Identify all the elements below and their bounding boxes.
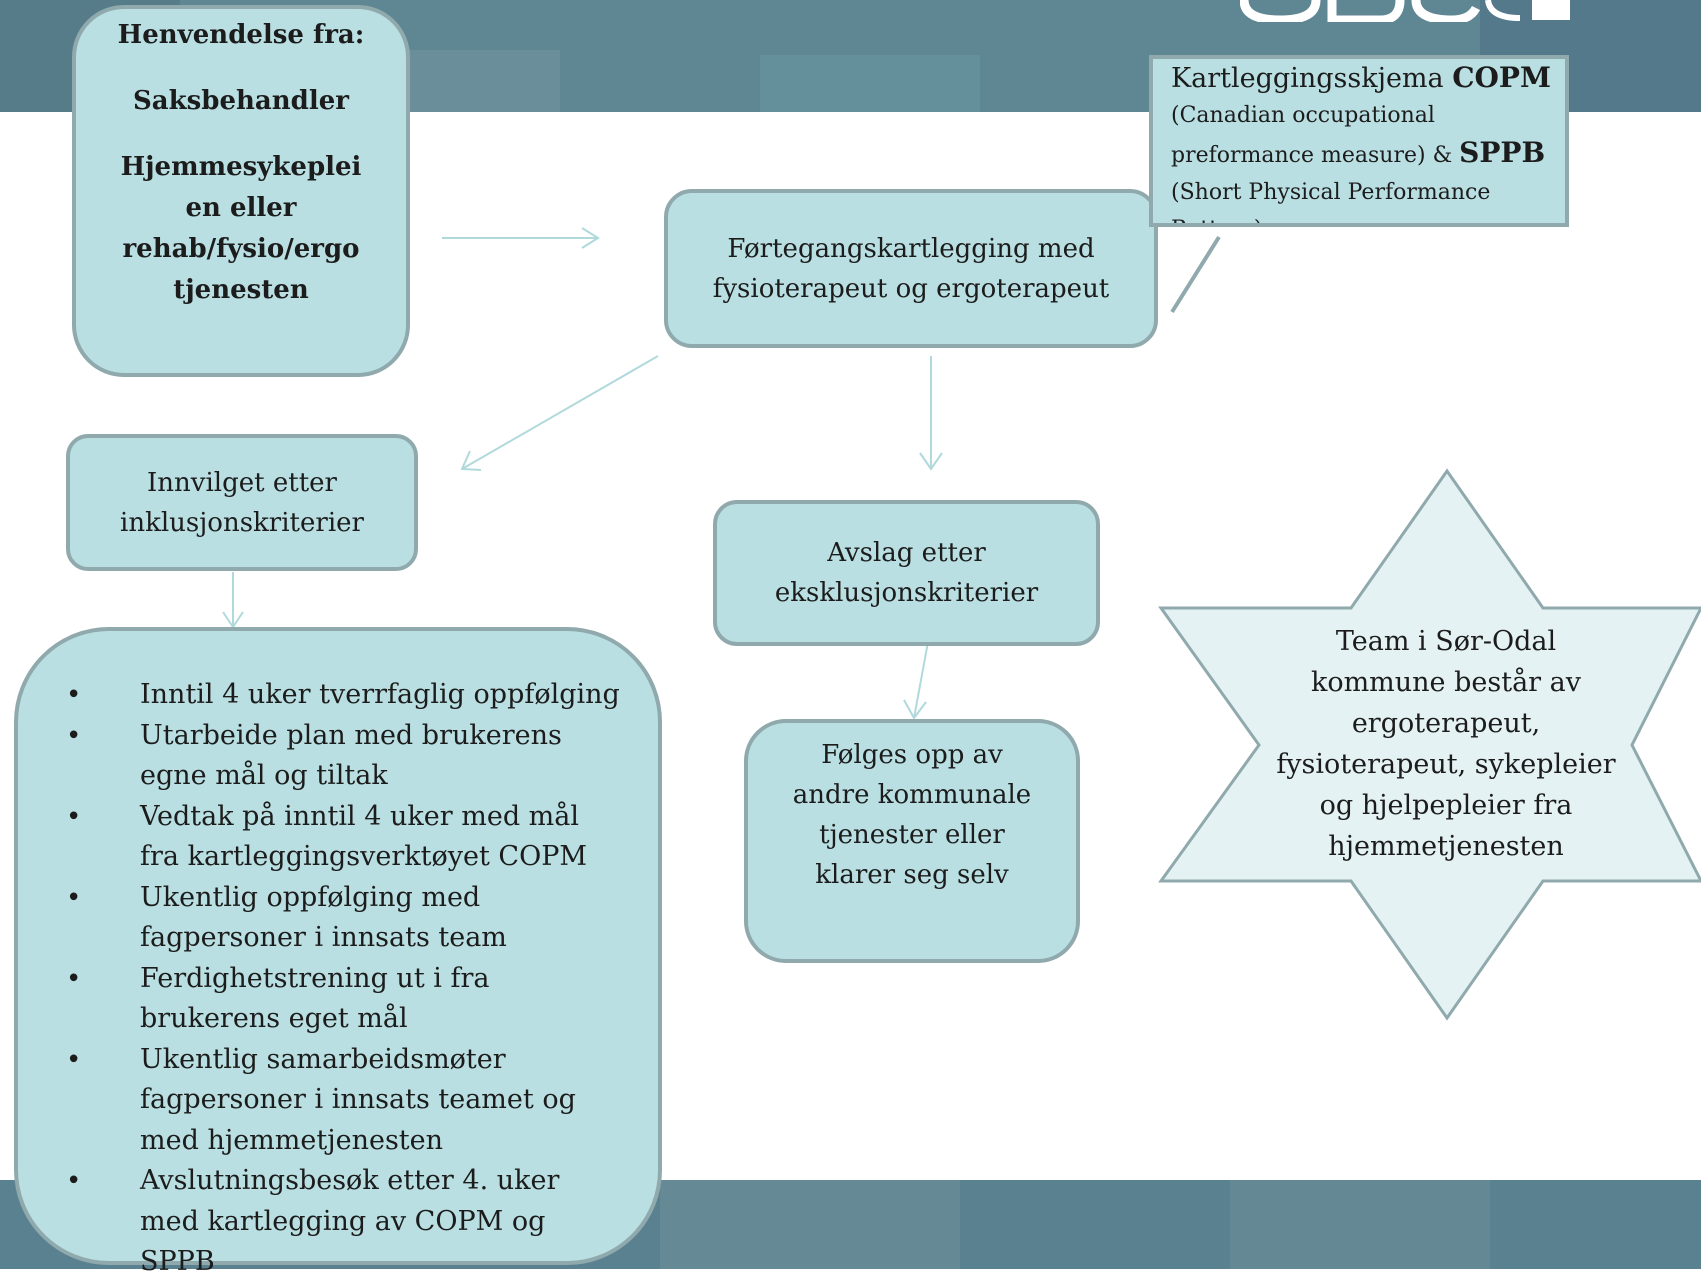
list-item-line: fra kartleggingsverktøyet COPM (140, 841, 588, 872)
team-line: hjemmetjenesten (1328, 831, 1564, 862)
band-tile (1230, 1180, 1490, 1269)
sender-service-line: en eller (185, 193, 297, 223)
list-item-line: fagpersoner i innsats team (140, 922, 507, 953)
logo (1240, 0, 1570, 22)
granted-line: Innvilget etter (147, 467, 337, 498)
list-item: Vedtak på inntil 4 uker med mål fra kartl… (18, 797, 638, 878)
team-star-text: Team i Sør-Odal kommune består av ergote… (1253, 621, 1639, 867)
list-item-line: med hjemmetjenesten (140, 1124, 444, 1156)
note-copm-desc: preformance measure) & (1171, 143, 1460, 168)
list-item-line: brukerens eget mål (140, 1003, 408, 1034)
first-assessment-line: fysioterapeut og ergoterapeut (712, 273, 1110, 304)
list-item: Utarbeide plan med brukerens egne mål og … (18, 716, 638, 797)
followed-up-line: Følges opp av (821, 740, 1003, 770)
list-item-line: Inntil 4 uker tverrfaglig oppfølging (140, 679, 620, 710)
rejected-line: eksklusjonskriterier (774, 578, 1039, 608)
arrow-first-to-rejected (919, 356, 943, 471)
note-copm: COPM (1452, 61, 1551, 94)
actions-list: Inntil 4 uker tverrfaglig oppfølging Uta… (18, 675, 638, 1283)
followed-up-box: Følges opp av andre kommunale tjenester … (744, 719, 1080, 963)
list-item-line: Ferdighetstrening ut i fra (140, 962, 490, 994)
followed-up-line: klarer seg selv (815, 860, 1009, 890)
team-star-shape (1158, 468, 1701, 1021)
sender-heading: Henvendelse fra: (117, 20, 365, 50)
arrow-first-to-granted (460, 355, 659, 471)
arrow-rejected-to-followed (903, 641, 929, 720)
sender-service-line: tjenesten (173, 275, 309, 305)
note-copm-desc: (Canadian occupational (1171, 103, 1435, 128)
list-item: Avslutningsbesøk etter 4. uker med kartle… (18, 1161, 638, 1283)
list-item: Ferdighetstrening ut i fra brukerens eget… (18, 959, 638, 1040)
note-sppb-desc: Battery) (1171, 211, 1559, 223)
actions-box: Inntil 4 uker tverrfaglig oppfølging Uta… (14, 627, 662, 1277)
followed-up-line: tjenester eller (819, 820, 1005, 850)
list-item-line: med kartlegging av COPM og (140, 1205, 546, 1237)
team-line: Team i Sør-Odal (1335, 626, 1557, 657)
sender-box: Henvendelse fra: Saksbehandler Hjemmesyk… (72, 5, 410, 377)
team-line: fysioterapeut, sykepleier (1276, 749, 1616, 780)
first-assessment-box: Førtegangskartlegging med fysioterapeut … (664, 189, 1158, 348)
list-item-line: Ukentlig samarbeidsmøter (140, 1043, 506, 1075)
list-item-line: egne mål og tiltak (140, 760, 388, 791)
sender-service-line: Hjemmesykeplei (120, 152, 362, 182)
sender-service-line: rehab/fysio/ergo (122, 234, 360, 264)
first-assessment-line: Førtegangskartlegging med (727, 233, 1095, 264)
list-item-line: fagpersoner i innsats teamet og (140, 1084, 576, 1115)
rejected-box: Avslag etter eksklusjonskriterier (713, 500, 1100, 646)
note-prefix: Kartleggingsskjema (1171, 63, 1453, 94)
followed-up-line: andre kommunale (792, 780, 1032, 810)
team-line: ergoterapeut, (1351, 708, 1541, 739)
arrow-granted-to-actions (222, 572, 244, 629)
list-item-line: Avslutningsbesøk etter 4. uker (140, 1165, 560, 1196)
list-item-line: Vedtak på inntil 4 uker med mål (140, 800, 580, 832)
callout-line (1170, 235, 1221, 314)
list-item: Ukentlig samarbeidsmøter fagpersoner i in… (18, 1040, 638, 1162)
granted-line: inklusjonskriterier (120, 507, 364, 538)
list-item-line: SPPB (140, 1246, 215, 1277)
sender-caseworker: Saksbehandler (133, 86, 349, 116)
band-tile (760, 55, 980, 112)
list-item: Ukentlig oppfølging med fagpersoner i inn… (18, 878, 638, 959)
granted-box: Innvilget etter inklusjonskriterier (66, 434, 418, 571)
team-line: kommune består av (1310, 667, 1582, 698)
note-sppb-desc: (Short Physical Performance (1171, 180, 1491, 205)
assessment-tools-note: Kartleggingsskjema COPM (Canadian occupa… (1149, 55, 1569, 227)
rejected-line: Avslag etter (827, 538, 986, 568)
band-tile (660, 1180, 960, 1269)
list-item-line: Utarbeide plan med brukerens (140, 719, 562, 751)
note-sppb: SPPB (1459, 136, 1546, 169)
list-item-line: Ukentlig oppfølging med (140, 881, 481, 913)
list-item: Inntil 4 uker tverrfaglig oppfølging (18, 675, 638, 716)
team-line: og hjelpepleier fra (1319, 790, 1573, 821)
arrow-sender-to-first (442, 227, 600, 249)
